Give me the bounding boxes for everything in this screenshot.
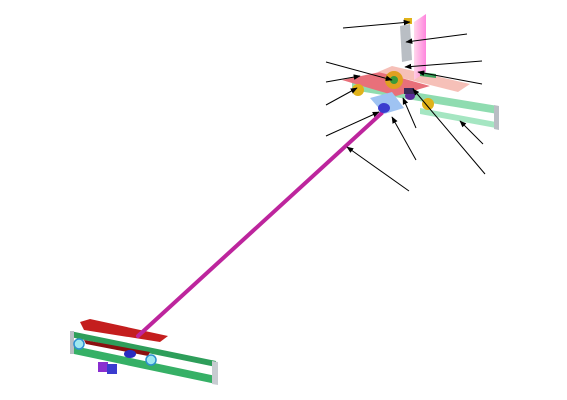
lower-red-plate xyxy=(80,319,168,342)
upper-rail-bottom xyxy=(420,108,496,128)
leader-line-5 xyxy=(325,61,393,82)
upper-rail-end-right xyxy=(494,105,499,130)
lower-rail-top xyxy=(70,331,216,367)
leader-line-7 xyxy=(325,87,358,106)
lower-pulley-right xyxy=(145,354,157,366)
leader-line-1 xyxy=(342,19,411,29)
leader-line-12 xyxy=(459,120,484,145)
lower-motor xyxy=(124,350,136,358)
upper-carriage-assembly xyxy=(342,14,499,130)
lower-rail-bottom xyxy=(74,346,216,384)
leader-line-9 xyxy=(402,97,417,129)
upper-column-cap xyxy=(404,18,412,24)
leader-line-4 xyxy=(417,70,483,85)
leader-line-11 xyxy=(412,88,486,175)
upper-dark-block xyxy=(404,88,414,94)
upper-pink-plate xyxy=(378,66,470,92)
upper-blue-motor xyxy=(378,103,390,113)
upper-pink-panel xyxy=(414,14,426,80)
lower-pulley-left xyxy=(73,338,85,350)
lower-rail-end-left xyxy=(70,331,74,354)
leader-line-2 xyxy=(405,33,468,44)
upper-gray-column xyxy=(400,24,412,62)
leader-line-13 xyxy=(346,146,410,192)
lower-carriage-assembly xyxy=(70,319,218,385)
leader-line-8 xyxy=(325,111,380,137)
leader-lines xyxy=(325,19,486,192)
connecting-rod xyxy=(136,109,386,338)
lower-blue-block xyxy=(107,364,117,374)
leader-line-3 xyxy=(404,60,483,70)
leader-line-10 xyxy=(391,116,417,161)
lower-violet-block xyxy=(98,362,108,372)
leader-line-6 xyxy=(325,74,361,83)
upper-yellow-disc-right xyxy=(422,98,434,110)
lower-rail-end-right xyxy=(212,361,218,385)
upper-blue-carriage xyxy=(370,92,404,114)
